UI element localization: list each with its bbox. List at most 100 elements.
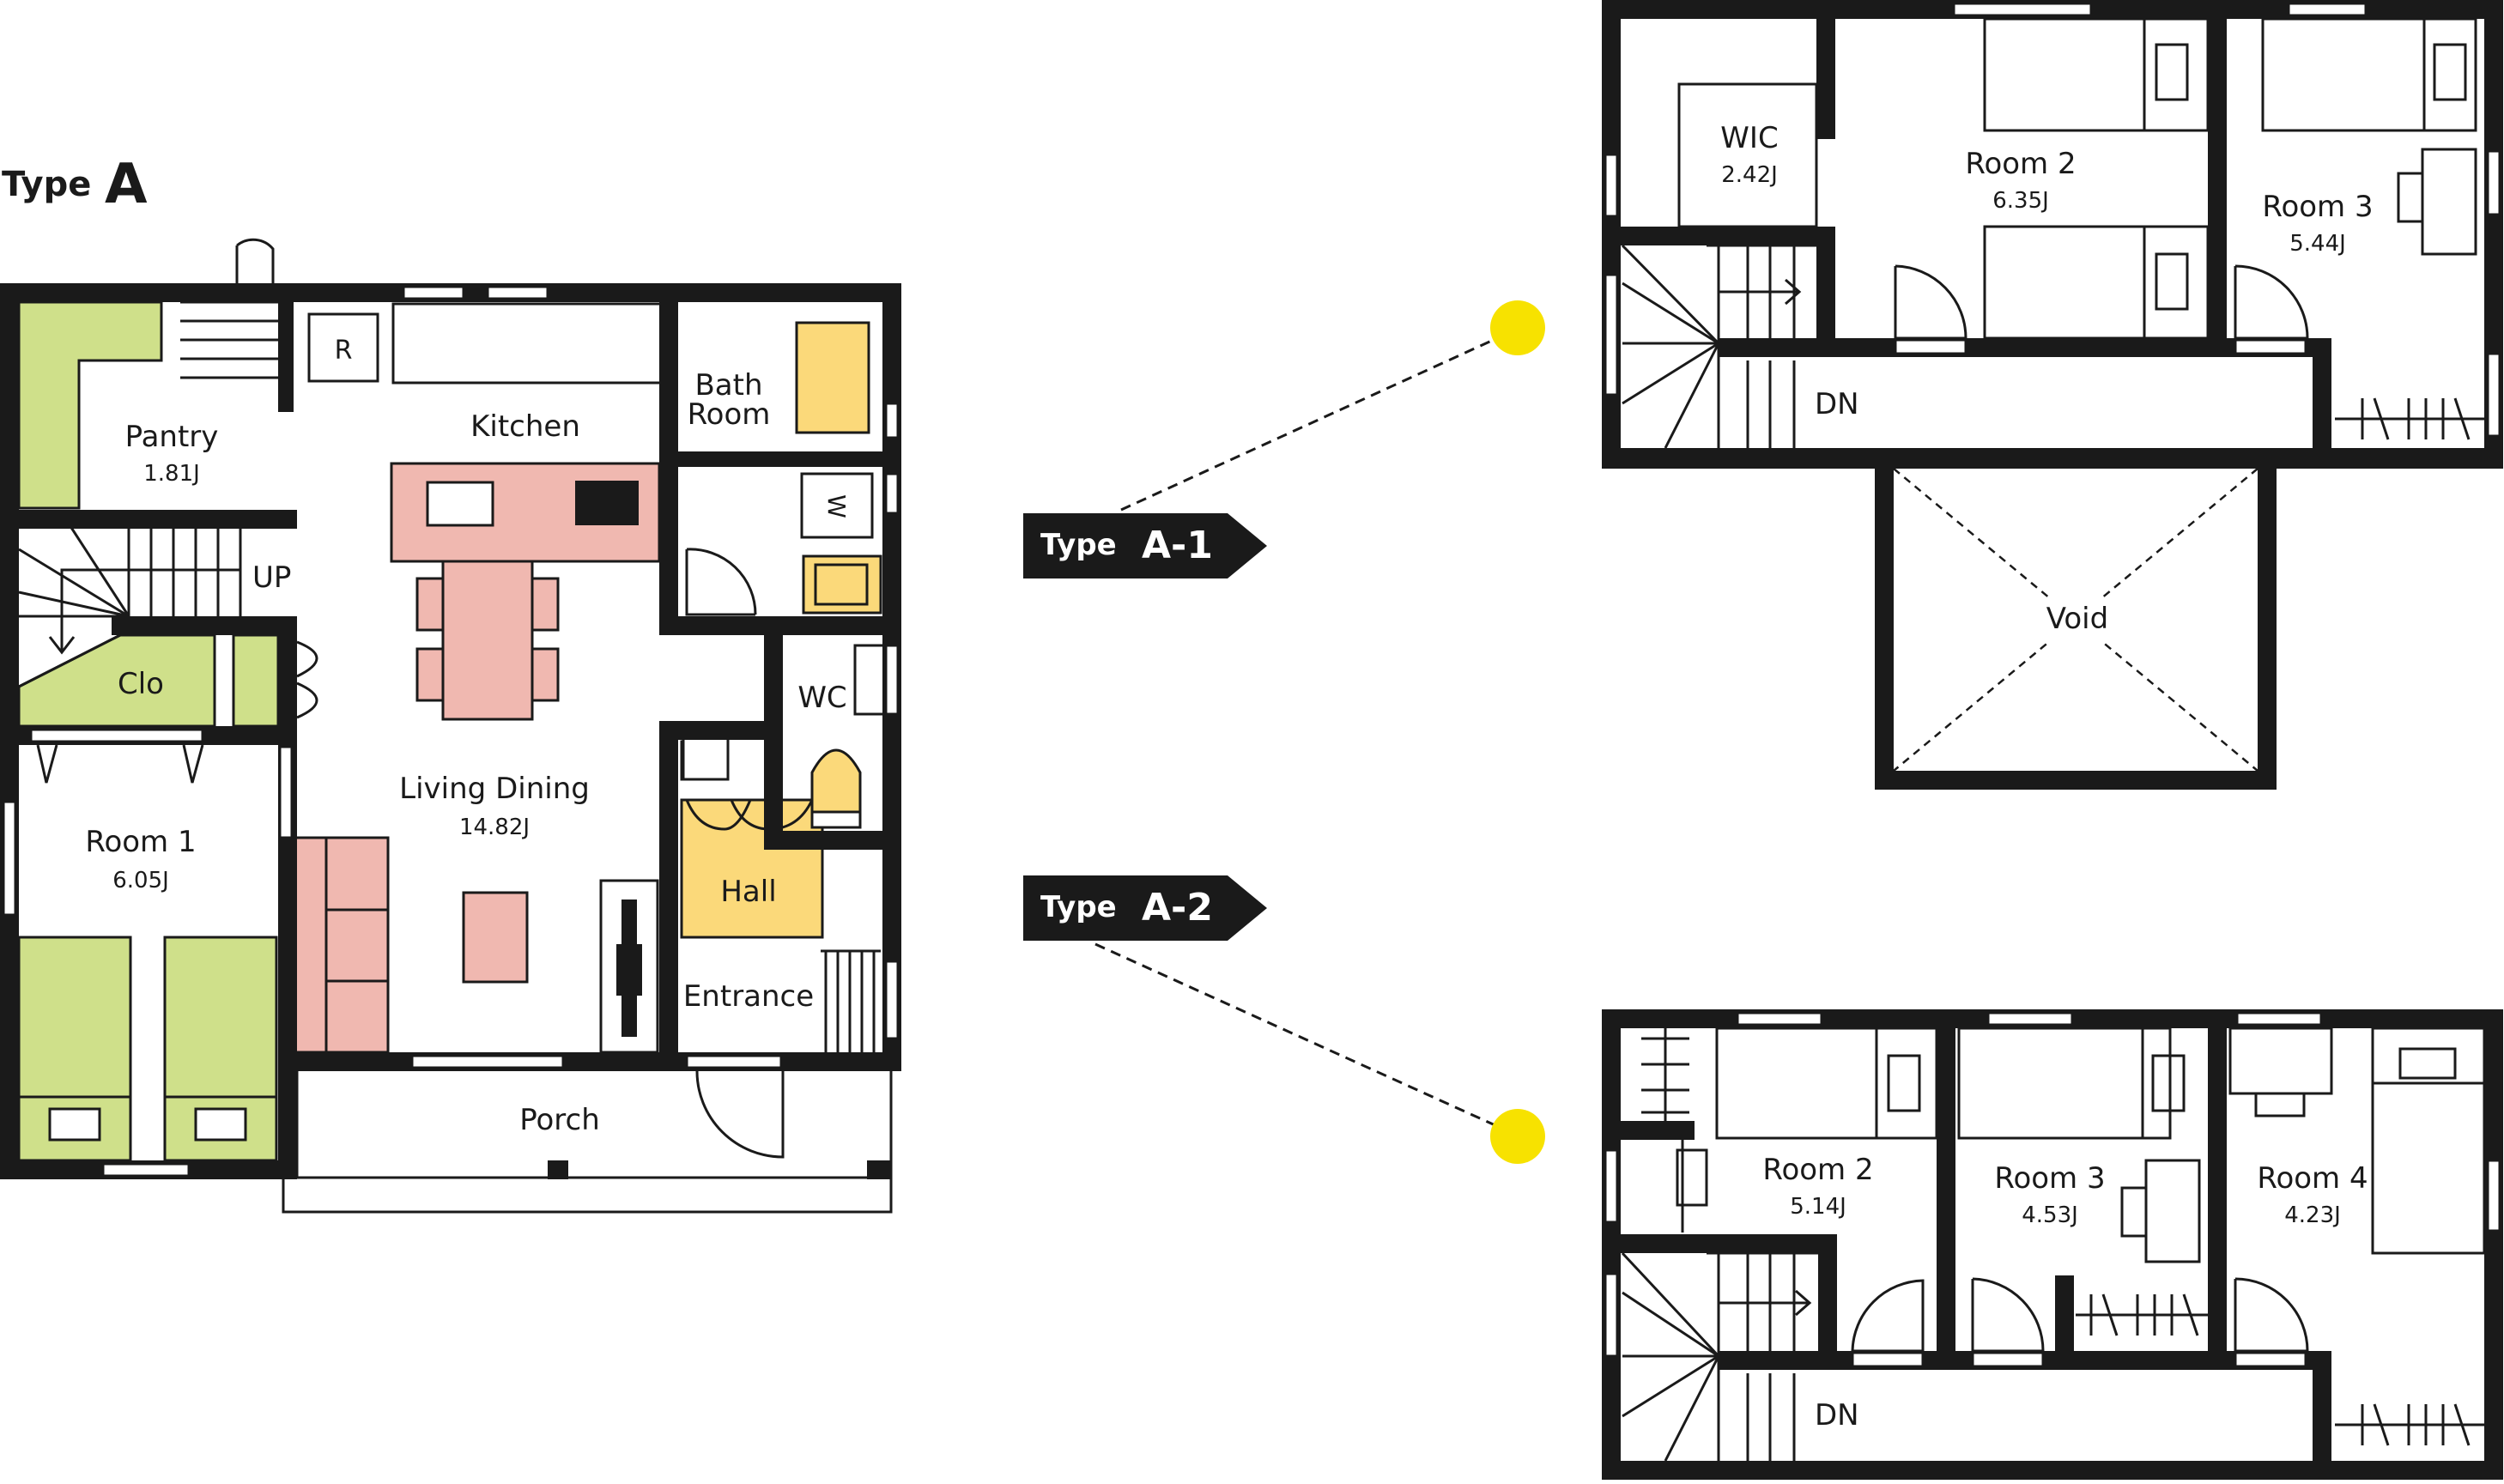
front-door-swing <box>695 1070 785 1159</box>
coffee-table <box>462 891 529 984</box>
entrance-steps <box>821 949 881 1054</box>
porch-step <box>282 1176 893 1214</box>
fridge <box>307 312 379 383</box>
washroom-door-swing <box>686 548 757 615</box>
type-a1-marker <box>1490 300 1545 355</box>
wic-storage <box>1677 82 1818 228</box>
hall-cabinet <box>682 736 730 781</box>
bed <box>2261 17 2477 132</box>
sofa <box>294 836 390 1054</box>
type-a-floor-plan: R UP W <box>0 238 901 1214</box>
type-a2-tag: Type A-2 <box>1023 875 1267 941</box>
a1-room2-label: Room 2 <box>1965 147 2076 181</box>
closet-side-storage <box>232 633 280 728</box>
a2-room2-label: Room 2 <box>1762 1153 1873 1187</box>
type-a2-tag-label: A-2 <box>1142 886 1213 930</box>
porch-label: Porch <box>519 1103 600 1137</box>
wc-sink <box>853 644 886 716</box>
type-a-title: Type A <box>2 153 148 216</box>
type-a1-tag-label: A-1 <box>1142 524 1213 567</box>
room3-closet <box>2335 397 2484 440</box>
kitchen-counter <box>391 302 663 385</box>
room3-door <box>1971 1277 2045 1353</box>
pantry-area: 1.81J <box>143 461 200 487</box>
room2-door <box>1894 264 1967 340</box>
bed <box>1983 17 2210 132</box>
pantry-stairs <box>180 300 280 379</box>
desk <box>2144 1159 2201 1263</box>
closet-folding-door <box>296 640 318 719</box>
bath-label-line2: Room <box>688 397 771 432</box>
kitchen-label: Kitchen <box>470 409 580 444</box>
a2-room4-label: Room 4 <box>2257 1161 2368 1196</box>
fridge-label: R <box>335 336 353 366</box>
bed <box>1715 1027 1938 1140</box>
a2-room2-area: 5.14J <box>1790 1194 1846 1220</box>
wc-label: WC <box>797 681 846 715</box>
living-dining-area: 14.82J <box>459 815 530 840</box>
hall-floor <box>680 798 824 939</box>
a1-wic-area: 2.42J <box>1721 162 1778 188</box>
pantry-label: Pantry <box>125 420 219 454</box>
room1-area: 6.05J <box>112 868 169 893</box>
chair <box>415 647 445 702</box>
room4-door <box>2234 1277 2309 1353</box>
chair <box>531 647 560 702</box>
a2-room4-closet <box>2335 1403 2484 1446</box>
type-a2-tag-prefix: Type <box>1040 890 1117 924</box>
a1-wic-label: WIC <box>1720 121 1778 155</box>
a2-storage <box>1641 1027 1689 1121</box>
type-a1-leader-line <box>1120 328 1517 512</box>
bath-label-line1: Bath <box>694 368 762 403</box>
type-a1-tag-prefix: Type <box>1040 528 1117 562</box>
bed <box>2371 1027 2486 1255</box>
room2-door <box>1851 1279 1925 1353</box>
type-a-title-prefix: Type <box>2 165 91 204</box>
type-a1-tag: Type A-1 <box>1023 513 1267 578</box>
island-sink <box>426 481 494 527</box>
washer-label: W <box>822 494 851 518</box>
pantry-door <box>235 238 275 292</box>
a2-room3-label: Room 3 <box>1994 1161 2105 1196</box>
hall-label: Hall <box>720 875 776 909</box>
a2-room3-area: 4.53J <box>2022 1202 2078 1228</box>
dining-table <box>441 560 534 721</box>
closet-storage <box>17 633 216 728</box>
desk-chair <box>1676 1148 1708 1207</box>
entrance-label: Entrance <box>683 979 814 1014</box>
pillow-right <box>194 1107 247 1142</box>
room1-label: Room 1 <box>85 825 196 859</box>
pantry-shelf <box>17 300 163 510</box>
type-a-title-letter: A <box>105 153 148 216</box>
bed <box>1957 1027 2172 1140</box>
stairs-down <box>1621 1251 1823 1462</box>
a2-room4-area: 4.23J <box>2284 1202 2341 1228</box>
toilet <box>810 748 862 817</box>
type-a1-floor-plan: WIC 2.42J Room 2 6.35J Room 3 5.44J DN V… <box>1602 0 2503 790</box>
pillow-left <box>48 1107 101 1142</box>
desk <box>2228 1027 2333 1095</box>
a1-stairs-down-label: DN <box>1815 387 1859 421</box>
type-a2-marker <box>1490 1109 1545 1164</box>
a1-room2-area: 6.35J <box>1992 188 2049 214</box>
living-dining-label: Living Dining <box>399 772 590 806</box>
type-a2-floor-plan: Room 2 5.14J Room 3 4.53J Room 4 4.23J D… <box>1602 1009 2503 1480</box>
stairs-up-label: UP <box>252 560 291 595</box>
a2-room3-closet <box>2076 1293 2210 1336</box>
a1-void-label: Void <box>2046 602 2108 636</box>
washing-machine <box>800 472 874 539</box>
a1-room3-area: 5.44J <box>2289 231 2346 257</box>
stairs-up <box>18 523 242 688</box>
bathtub <box>795 321 870 434</box>
desk <box>2421 148 2477 256</box>
a2-stairs-down-label: DN <box>1815 1398 1859 1433</box>
chair <box>531 577 560 632</box>
type-a2-leader-line <box>1094 942 1517 1136</box>
island-cooktop <box>575 481 639 525</box>
chair <box>415 577 445 632</box>
a1-room3-label: Room 3 <box>2262 190 2373 224</box>
bed <box>1983 225 2210 340</box>
closet-label: Clo <box>118 667 164 701</box>
